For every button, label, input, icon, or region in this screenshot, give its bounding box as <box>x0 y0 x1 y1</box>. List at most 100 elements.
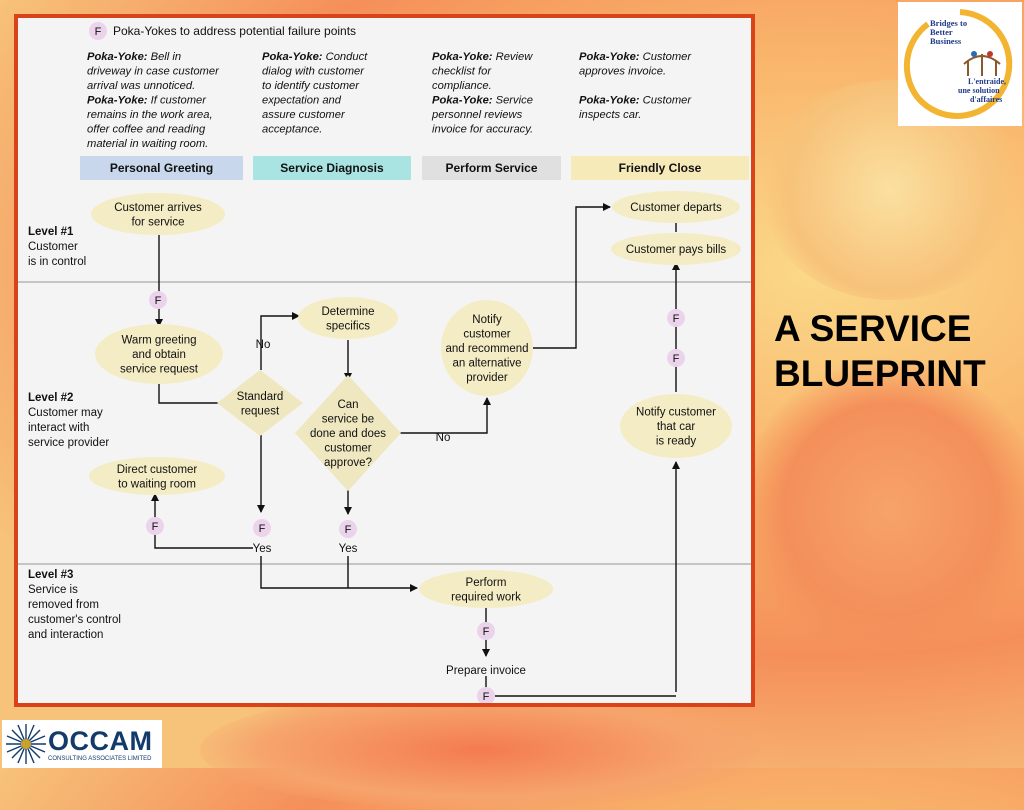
f-marker-label: F <box>483 626 490 638</box>
poka-yoke-text: remains in the work area, <box>87 109 213 121</box>
level-description: Customer may <box>28 407 103 419</box>
f-marker-label: F <box>155 295 162 307</box>
flow-arrow <box>260 312 300 370</box>
poka-yoke-text: personnel reviews <box>431 109 523 121</box>
process-node-label: specifics <box>326 320 370 332</box>
phase-bar <box>422 156 561 180</box>
process-node-label: for service <box>131 216 184 228</box>
poka-yoke-text: material in waiting room. <box>87 138 208 150</box>
process-node <box>612 191 740 223</box>
phase-bar <box>80 156 243 180</box>
process-node-label: Prepare invoice <box>446 665 526 677</box>
slide-title: A SERVICE BLUEPRINT <box>774 306 1014 396</box>
process-node <box>89 457 225 495</box>
process-node-label: Warm greeting <box>122 335 197 347</box>
poka-header: Poka-Yokes to address potential failure … <box>113 24 356 38</box>
process-node-label: Customer arrives <box>114 202 202 214</box>
process-node <box>419 570 553 608</box>
process-node-label: an alternative <box>452 358 521 370</box>
poka-yoke-text: Poka-Yoke: Service <box>432 95 533 107</box>
process-node-label: service request <box>120 364 199 376</box>
poka-yoke-text: to identify customer <box>262 80 360 92</box>
decision-node <box>217 370 303 436</box>
poka-yoke-text: inspects car. <box>579 109 641 121</box>
decision-node-label: Standard <box>237 391 284 403</box>
poka-yoke-text: compliance. <box>432 80 492 92</box>
f-marker-circle <box>149 291 167 309</box>
f-marker-circle <box>253 519 271 537</box>
phase-label: Perform Service <box>445 161 537 175</box>
phase-label: Personal Greeting <box>110 161 213 175</box>
process-node <box>441 300 533 396</box>
f-marker-circle <box>667 349 685 367</box>
level-description: removed from <box>28 599 99 611</box>
process-node-label: to waiting room <box>118 478 196 490</box>
f-marker-circle <box>89 22 107 40</box>
flow-arrows <box>151 203 680 697</box>
process-node-label: Determine <box>321 306 374 318</box>
flow-arrow <box>400 397 491 434</box>
level-description: service provider <box>28 437 109 449</box>
edge-label: Yes <box>339 543 358 555</box>
occam-subtitle: CONSULTING ASSOCIATES LIMITED <box>48 756 152 762</box>
f-marker-label: F <box>673 313 680 325</box>
poka-yoke-text: Poka-Yoke: Customer <box>579 95 692 107</box>
f-marker-label: F <box>345 524 352 536</box>
f-marker-label: F <box>152 521 159 533</box>
background-swirl <box>200 690 760 810</box>
process-node-label: Customer pays bills <box>626 244 727 256</box>
process-node <box>91 193 225 235</box>
process-node-label: provider <box>466 372 508 384</box>
process-node-label: Notify <box>472 314 502 326</box>
poka-yoke-text: arrival was unnoticed. <box>87 80 195 92</box>
occam-starburst-icon <box>6 724 46 764</box>
f-marker-label: F <box>673 353 680 365</box>
level-description: interact with <box>28 422 89 434</box>
flow-arrow <box>151 493 253 549</box>
edge-label: No <box>436 432 451 444</box>
level-title: Level #3 <box>28 569 73 581</box>
blueprint-frame: F Poka-Yokes to address potential failure… <box>14 14 755 707</box>
decision-node-label: approve? <box>324 457 372 469</box>
process-node-label: Notify customer <box>636 407 716 419</box>
f-marker-label: F <box>259 523 266 535</box>
poka-yoke-text: driveway in case customer <box>87 66 220 78</box>
occam-wordmark: OCCAM <box>48 726 153 756</box>
poka-yoke-text: checklist for <box>432 66 492 78</box>
f-marker-circle <box>667 309 685 327</box>
poka-yoke-text: invoice for accuracy. <box>432 124 533 136</box>
poka-yoke-text: expectation and <box>262 95 342 107</box>
decision-node-label: Can <box>337 399 358 411</box>
flow-arrow <box>158 380 218 404</box>
edge-label: Yes <box>253 543 272 555</box>
level-title: Level #2 <box>28 392 73 404</box>
decision-node-label: request <box>241 405 280 417</box>
process-node <box>611 233 741 265</box>
poka-yoke-text: dialog with customer <box>262 66 365 78</box>
process-node <box>95 324 223 384</box>
poka-yoke-text: approves invoice. <box>579 66 666 78</box>
level-description: customer's control <box>28 614 121 626</box>
process-node-label: Customer departs <box>630 202 722 214</box>
poka-yoke-text: offer coffee and reading <box>87 124 206 136</box>
bridges-logo-graphic: Bridges to Better Business L'entraide, u… <box>903 9 1013 119</box>
poka-yoke-text: Poka-Yoke: Bell in <box>87 51 181 63</box>
occam-logo: OCCAM CONSULTING ASSOCIATES LIMITED <box>2 720 162 768</box>
phase-label: Friendly Close <box>619 161 702 175</box>
level-title: Level #1 <box>28 226 74 238</box>
bridges-logo: Bridges to Better Business L'entraide, u… <box>898 2 1022 126</box>
decision-node-label: customer <box>324 443 371 455</box>
flow-arrow <box>260 556 418 592</box>
bbb-fr-line: une solution <box>958 86 1000 95</box>
process-node-label: Perform <box>466 577 507 589</box>
edge-label: No <box>256 339 271 351</box>
poka-yoke-text: Poka-Yoke: Conduct <box>262 51 368 63</box>
process-node-label: required work <box>451 591 521 603</box>
phase-bar <box>253 156 411 180</box>
slide-title-line: A SERVICE <box>774 308 972 349</box>
bbb-line: Better <box>930 27 953 37</box>
level-dividers <box>18 281 751 565</box>
bbb-line: Business <box>930 36 962 46</box>
poka-yoke-text: Poka-Yoke: Customer <box>579 51 692 63</box>
poka-yoke-text: acceptance. <box>262 124 322 136</box>
